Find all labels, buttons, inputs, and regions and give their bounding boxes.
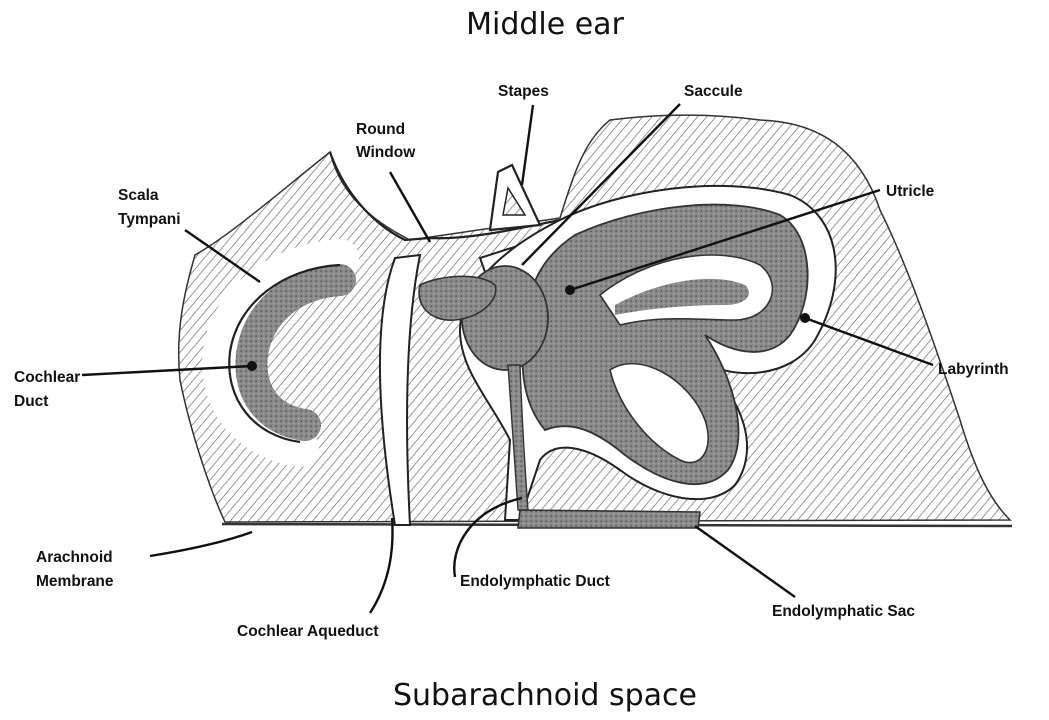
endolymphatic-sac-shape bbox=[518, 510, 700, 528]
stapes-shape bbox=[490, 165, 540, 230]
label-scala-tympani-line1: Scala bbox=[118, 187, 159, 204]
leader-round-window bbox=[390, 172, 430, 242]
leader-cochlear-aqueduct bbox=[370, 518, 393, 613]
title-middle-ear: Middle ear bbox=[466, 7, 624, 42]
label-endolymphatic-duct: Endolymphatic Duct bbox=[460, 573, 610, 590]
title-subarachnoid-space: Subarachnoid space bbox=[393, 678, 697, 713]
label-round-window-line2: Window bbox=[356, 144, 416, 161]
label-saccule: Saccule bbox=[684, 83, 743, 100]
label-cochlear-aqueduct: Cochlear Aqueduct bbox=[237, 623, 379, 640]
label-labyrinth: Labyrinth bbox=[938, 361, 1009, 378]
label-stapes: Stapes bbox=[498, 83, 549, 100]
label-endolymphatic-sac: Endolymphatic Sac bbox=[772, 603, 915, 620]
label-cochlear-duct-line2: Duct bbox=[14, 393, 48, 410]
label-utricle: Utricle bbox=[886, 183, 935, 200]
label-arachnoid-line1: Arachnoid bbox=[36, 549, 113, 566]
label-round-window-line1: Round bbox=[356, 121, 405, 138]
leader-endolymphatic-sac bbox=[695, 526, 795, 597]
leader-arachnoid-membrane bbox=[150, 532, 252, 556]
leader-stapes bbox=[522, 105, 533, 185]
label-arachnoid-line2: Membrane bbox=[36, 573, 114, 590]
label-cochlear-duct-line1: Cochlear bbox=[14, 369, 80, 386]
label-scala-tympani-line2: Tympani bbox=[118, 211, 181, 228]
